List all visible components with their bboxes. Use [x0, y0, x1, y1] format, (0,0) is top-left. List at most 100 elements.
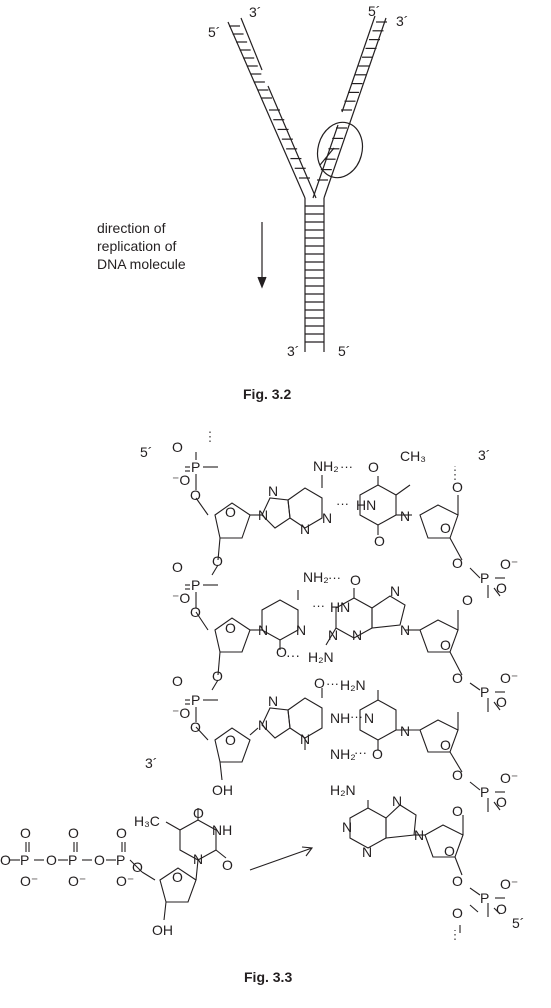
atom-o: O [314, 675, 325, 691]
atom-o-minus: O⁻ [500, 770, 518, 786]
hydrogen-bond: ··· [312, 598, 325, 613]
atom-n: N [362, 844, 372, 860]
atom-n: N [352, 627, 362, 643]
atom-o: O [212, 668, 223, 684]
atom-nh2: NH₂ [303, 569, 329, 585]
atom-n: N [300, 731, 310, 747]
atom-o: O [116, 825, 127, 841]
atom-o-minus: O⁻ [116, 873, 134, 889]
atom-o: O [452, 803, 463, 819]
atom-n: N [328, 627, 338, 643]
atom-o: O [440, 520, 451, 536]
hydrogen-bond: ··· [336, 496, 349, 511]
atom-o: O [46, 852, 57, 868]
atom-o-minus: O⁻ [500, 556, 518, 572]
atom-p: P [68, 852, 77, 868]
atom-o: O [368, 459, 379, 475]
atom-n: N [258, 622, 268, 638]
atom-n: N [400, 723, 410, 739]
fig-3-2-caption: Fig. 3.2 [243, 386, 291, 402]
right-arm-inner-strand-lower [312, 124, 339, 199]
atom-p: P [191, 577, 200, 593]
atom-o-minus: O⁻ [68, 873, 86, 889]
atom-o: O [172, 869, 183, 885]
circle-arrow-line [319, 147, 335, 166]
atom-o: O [440, 737, 451, 753]
fork-left-3prime: 3´ [249, 4, 261, 20]
strand-left-5prime: 5´ [140, 444, 152, 460]
atom-h2n: H₂N [340, 677, 366, 693]
atom-o: O [94, 852, 105, 868]
atom-n: N [414, 827, 424, 843]
incorporation-arrow [249, 847, 313, 871]
atom-h2n: H₂N [308, 649, 334, 665]
atom-o: O [350, 572, 361, 588]
hydrogen-bond: ··· [286, 647, 300, 663]
atom-nh2: NH₂ [313, 458, 339, 474]
atom-o-minus: ⁻O [172, 472, 190, 488]
atom-p: P [480, 684, 489, 700]
right-arm-inner-strand-upper [341, 15, 376, 113]
base-pair-rungs [229, 21, 387, 343]
strand-right-5prime: 5´ [512, 915, 524, 931]
atom-o: O [452, 905, 463, 921]
atom-o: O [225, 620, 236, 636]
fork-right-3prime: 3´ [396, 13, 408, 29]
atom-h3c: H₃C [134, 813, 160, 829]
fig-3-3-caption: Fig. 3.3 [244, 969, 292, 985]
atom-p: P [480, 784, 489, 800]
atom-o-minus: O⁻ [20, 873, 38, 889]
atom-o: O [452, 767, 463, 783]
atom-o: O [172, 673, 183, 689]
stem-3prime: 3´ [287, 343, 299, 359]
right-arm-outer-strand [323, 17, 387, 199]
atom-n: N [268, 483, 278, 499]
atom-o: O [372, 746, 383, 762]
atom-o: O [68, 825, 79, 841]
atom-p: P [191, 459, 200, 475]
atom-n: N [193, 851, 203, 867]
atom-o: O [212, 553, 223, 569]
atom-o: O [172, 439, 183, 455]
atom-o: O [190, 487, 201, 503]
atom-o: O [222, 857, 233, 873]
left-arm-outer-strand [227, 21, 306, 199]
atom-o: O [0, 852, 11, 868]
atom-n: N [392, 793, 402, 809]
replication-fork-diagram [227, 15, 387, 352]
atom-p: P [20, 852, 29, 868]
atom-p: P [191, 692, 200, 708]
left-arm-inner-strand-upper [240, 17, 263, 71]
atom-oh: OH [212, 782, 233, 798]
atom-nh: NH [212, 822, 232, 838]
atom-nh2: NH₂ [330, 746, 356, 762]
atom-o: O [452, 555, 463, 571]
atom-o: O [225, 504, 236, 520]
hydrogen-bond: ··· [350, 709, 363, 724]
atom-o: O [452, 873, 463, 889]
atom-o-minus: ⁻O [172, 705, 190, 721]
direction-label-line1: direction of [97, 220, 166, 236]
atom-o: O [20, 825, 31, 841]
atom-p: P [480, 570, 489, 586]
atom-o: O [190, 604, 201, 620]
atom-o: O [444, 843, 455, 859]
atom-n: N [400, 622, 410, 638]
atom-o: O [496, 794, 507, 810]
atom-o: O [190, 719, 201, 735]
atom-o: O [225, 732, 236, 748]
direction-label-line3: DNA molecule [97, 256, 186, 272]
atom-o: O [462, 592, 473, 608]
hydrogen-bond: ··· [328, 570, 341, 585]
fork-left-5prime: 5´ [208, 24, 220, 40]
atom-p: P [480, 890, 489, 906]
atom-ch3: CH₃ [400, 448, 426, 464]
atom-oh: OH [152, 922, 173, 938]
atom-n: N [258, 717, 268, 733]
atom-o: O [440, 637, 451, 653]
strand-right-3prime: 3´ [478, 447, 490, 463]
atom-o-minus: O⁻ [500, 670, 518, 686]
atom-o: O [374, 533, 385, 549]
dna-structure-bonds [10, 430, 505, 940]
